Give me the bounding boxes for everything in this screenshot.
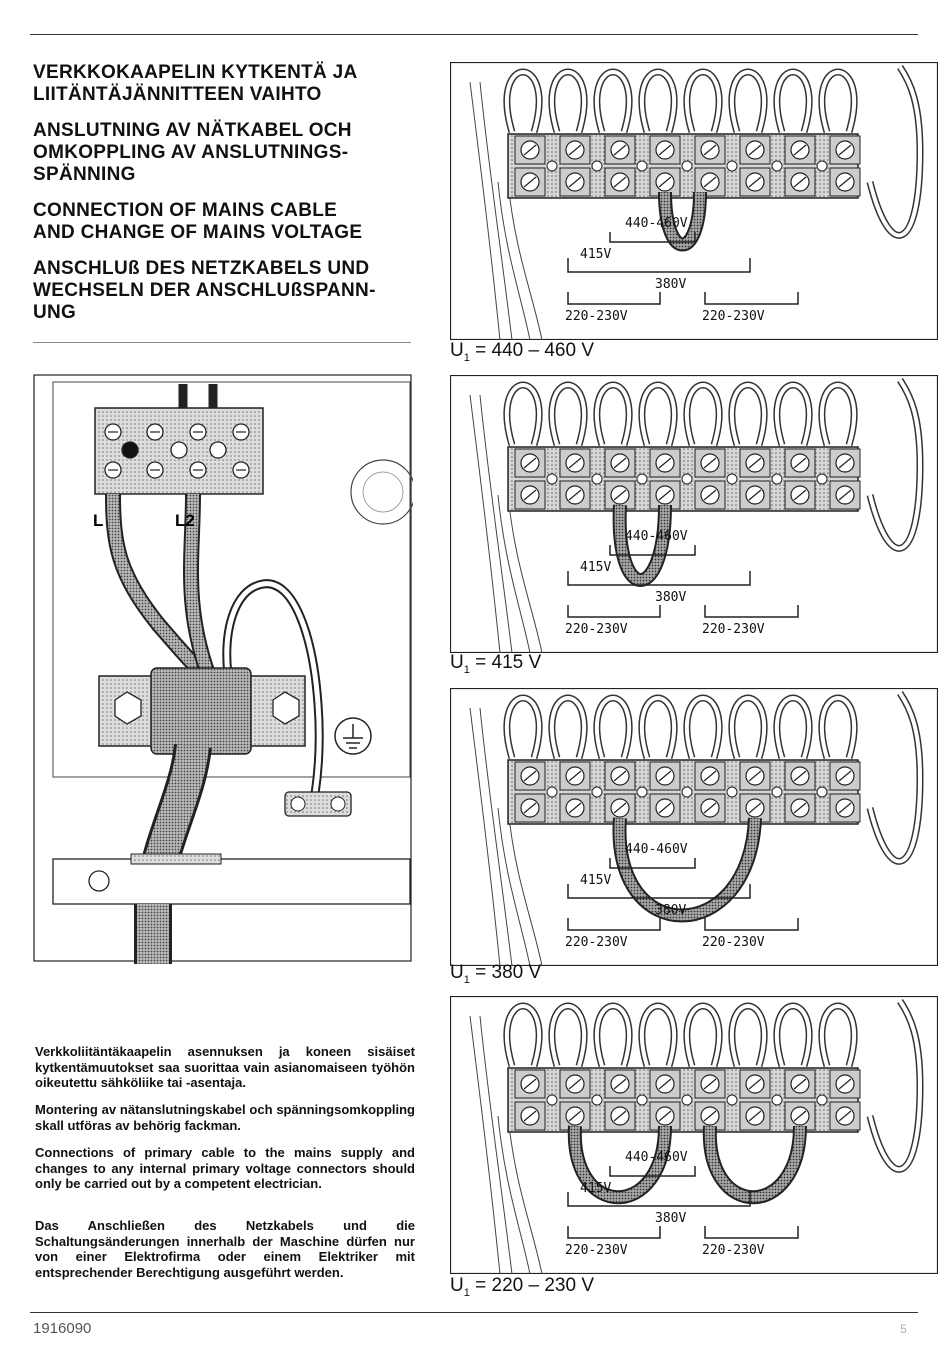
- u-symbol: U: [450, 652, 464, 673]
- label-380v: 380V: [655, 903, 686, 918]
- voltage-panel-2: 440-460V 415V 380V 220-230V 220-230V: [450, 375, 938, 653]
- label-220-230v-left: 220-230V: [565, 1243, 628, 1258]
- heading-line: ANSCHLUß DES NETZKABELS UND: [33, 258, 370, 279]
- u-subscript: 1: [463, 663, 470, 676]
- voltage-panel-1: 440-460V 415V 380V 220-230V 220-230V: [450, 62, 938, 340]
- label-220-230v-right: 220-230V: [702, 935, 765, 950]
- u-subscript: 1: [463, 973, 470, 986]
- voltage-label-4: U1 = 220 – 230 V: [450, 1275, 594, 1299]
- terminal-strip-diagram: 440-460V 415V 380V 220-230V 220-230V: [450, 375, 938, 653]
- u-value: = 380 V: [475, 962, 542, 983]
- label-220-230v-left: 220-230V: [565, 622, 628, 637]
- u-symbol: U: [450, 340, 464, 361]
- heading-line: UNG: [33, 302, 77, 323]
- u-value: = 220 – 230 V: [475, 1275, 594, 1296]
- voltage-label-3: U1 = 380 V: [450, 962, 541, 986]
- u-symbol: U: [450, 962, 464, 983]
- heading-finnish: VERKKOKAAPELIN KYTKENTÄ JA LIITÄNTÄJÄNNI…: [33, 62, 413, 106]
- heading-line: SPÄNNING: [33, 164, 136, 185]
- document-number: 1916090: [33, 1320, 92, 1337]
- label-220-230v-right: 220-230V: [702, 1243, 765, 1258]
- note-english: Connections of primary cable to the main…: [35, 1145, 415, 1191]
- heading-line: AND CHANGE OF MAINS VOLTAGE: [33, 222, 363, 243]
- label-380v: 380V: [655, 1211, 686, 1226]
- voltage-label-2: U1 = 415 V: [450, 652, 541, 676]
- heading-line: LIITÄNTÄJÄNNITTEEN VAIHTO: [33, 84, 322, 105]
- u-subscript: 1: [463, 351, 470, 364]
- label-415v: 415V: [580, 873, 611, 888]
- label-415v: 415V: [580, 1181, 611, 1196]
- note-german: Das Anschließen des Netzkabels und die S…: [35, 1218, 415, 1280]
- cable-label-l2: L2: [175, 511, 195, 530]
- heading-german: ANSCHLUß DES NETZKABELS UND WECHSELN DER…: [33, 258, 413, 324]
- terminal-strip-diagram: 440-460V 415V 380V 220-230V 220-230V: [450, 62, 938, 340]
- label-415v: 415V: [580, 247, 611, 262]
- page-mark: 5: [900, 1322, 907, 1336]
- label-380v: 380V: [655, 590, 686, 605]
- heading-line: CONNECTION OF MAINS CABLE: [33, 200, 338, 221]
- label-440-460v: 440-460V: [625, 1150, 688, 1165]
- top-rule: [30, 34, 918, 35]
- mains-cable-illustration: L L2: [33, 374, 413, 964]
- label-220-230v-left: 220-230V: [565, 309, 628, 324]
- label-440-460v: 440-460V: [625, 842, 688, 857]
- u-value: = 415 V: [475, 652, 542, 673]
- label-440-460v: 440-460V: [625, 216, 688, 231]
- voltage-panel-3: 440-460V 415V 380V 220-230V 220-230V: [450, 688, 938, 966]
- voltage-panel-4: 440-460V 415V 380V 220-230V 220-230V: [450, 996, 938, 1274]
- u-subscript: 1: [463, 1286, 470, 1299]
- terminal-strip-diagram: 440-460V 415V 380V 220-230V 220-230V: [450, 996, 938, 1274]
- cable-label-l1: L: [93, 511, 103, 530]
- u-symbol: U: [450, 1275, 464, 1296]
- voltage-label-1: U1 = 440 – 460 V: [450, 340, 594, 364]
- heading-line: WECHSELN DER ANSCHLUßSPANN-: [33, 280, 376, 301]
- heading-line: VERKKOKAAPELIN KYTKENTÄ JA: [33, 62, 358, 83]
- label-220-230v-right: 220-230V: [702, 309, 765, 324]
- label-220-230v-left: 220-230V: [565, 935, 628, 950]
- heading-divider: [33, 342, 411, 343]
- heading-line: ANSLUTNING AV NÄTKABEL OCH: [33, 120, 352, 141]
- heading-swedish: ANSLUTNING AV NÄTKABEL OCH OMKOPPLING AV…: [33, 120, 413, 186]
- note-swedish: Montering av nätanslutningskabel och spä…: [35, 1102, 415, 1133]
- heading-line: OMKOPPLING AV ANSLUTNINGS-: [33, 142, 349, 163]
- note-finnish: Verkkoliitäntäkaapelin asennuksen ja kon…: [35, 1044, 415, 1090]
- bottom-rule: [30, 1312, 918, 1313]
- terminal-strip-diagram: 440-460V 415V 380V 220-230V 220-230V: [450, 688, 938, 966]
- label-380v: 380V: [655, 277, 686, 292]
- label-440-460v: 440-460V: [625, 529, 688, 544]
- label-220-230v-right: 220-230V: [702, 622, 765, 637]
- heading-english: CONNECTION OF MAINS CABLE AND CHANGE OF …: [33, 200, 413, 244]
- u-value: = 440 – 460 V: [475, 340, 594, 361]
- label-415v: 415V: [580, 560, 611, 575]
